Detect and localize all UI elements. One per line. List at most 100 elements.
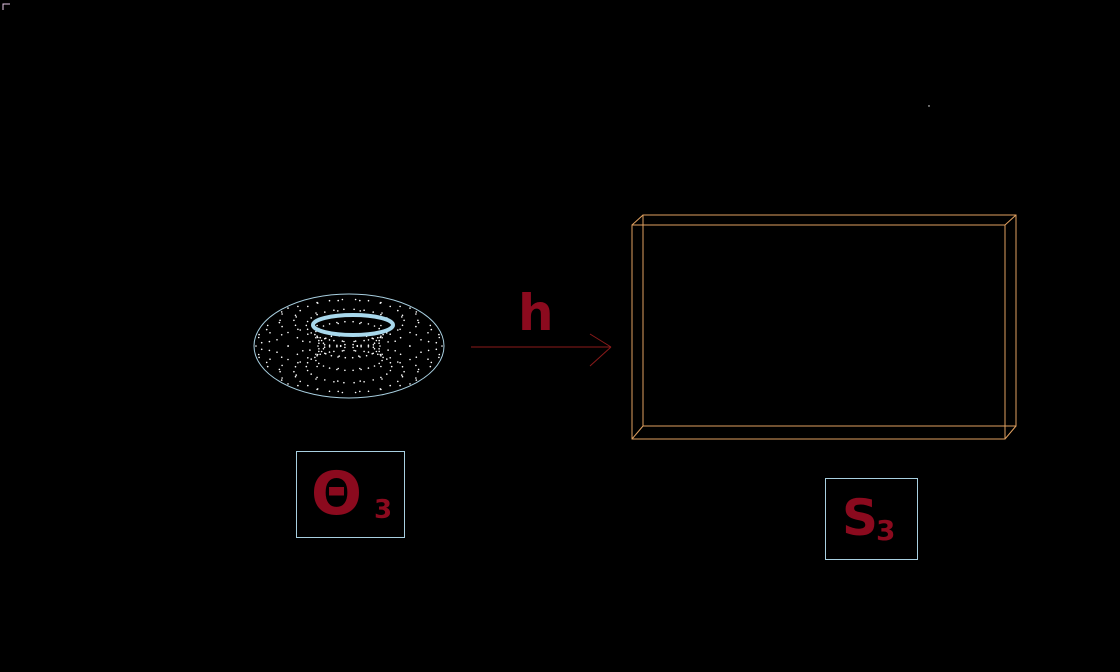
- torus-dot: [367, 346, 370, 348]
- torus-dot: [377, 336, 379, 339]
- torus-dot: [363, 350, 365, 353]
- torus-dot: [328, 299, 331, 302]
- box-edge-bl: [631, 425, 644, 440]
- torus-dot: [324, 352, 326, 355]
- torus-dot: [322, 365, 325, 367]
- torus-dot: [269, 332, 271, 334]
- torus-dot: [307, 357, 309, 359]
- torus-dot: [266, 324, 269, 327]
- torus-dot: [343, 340, 345, 343]
- torus-dot: [257, 353, 260, 356]
- torus-dot: [269, 358, 271, 361]
- target-label-symbol: S: [842, 489, 879, 547]
- torus-dot: [360, 344, 362, 347]
- torus-dot: [380, 324, 382, 327]
- torus-dot: [316, 301, 318, 304]
- torus-dot: [415, 325, 417, 328]
- torus-dot: [420, 351, 422, 354]
- torus-dot: [333, 381, 335, 383]
- torus-dot: [363, 381, 365, 383]
- torus-dot: [378, 362, 381, 365]
- torus-dot: [293, 370, 295, 373]
- torus-dot: [310, 358, 313, 360]
- torus-dot: [333, 350, 335, 353]
- torus-dot: [365, 354, 368, 357]
- torus-dot: [378, 327, 381, 330]
- torus-dot: [333, 339, 335, 342]
- torus-dot: [344, 343, 346, 346]
- torus-dot: [353, 340, 355, 343]
- torus-dot: [287, 358, 289, 361]
- torus-dot: [354, 298, 357, 301]
- torus-dot: [315, 353, 317, 356]
- torus-dot: [299, 361, 302, 363]
- torus-dot: [328, 339, 331, 341]
- torus-dot: [438, 336, 441, 339]
- torus-dot: [354, 350, 357, 352]
- torus-dot: [322, 348, 325, 350]
- torus-dot: [359, 367, 361, 370]
- torus-dot: [360, 321, 362, 324]
- torus-dot: [390, 365, 393, 368]
- torus-dot: [337, 356, 339, 358]
- torus-dot: [367, 344, 370, 347]
- torus-dot: [401, 375, 404, 378]
- torus-dot: [409, 383, 411, 385]
- torus-dot: [344, 356, 347, 359]
- torus-dot: [379, 353, 382, 356]
- torus-dot: [399, 353, 402, 356]
- torus-dot: [260, 341, 263, 344]
- torus-dot: [415, 311, 418, 313]
- torus-dot: [399, 336, 402, 339]
- torus-dot: [394, 340, 397, 343]
- torus-dot: [401, 314, 404, 317]
- torus-dot: [441, 345, 443, 347]
- torus-dot: [397, 309, 399, 312]
- torus-dot: [427, 332, 429, 334]
- torus-dot: [367, 367, 370, 369]
- torus-dot: [336, 344, 338, 347]
- torus-dot: [328, 323, 331, 325]
- torus-dot: [305, 324, 308, 327]
- torus-dot: [337, 390, 340, 393]
- torus-dot: [318, 362, 320, 365]
- torus-dot: [324, 311, 326, 313]
- torus-dot: [399, 328, 401, 331]
- torus-dot: [417, 370, 419, 373]
- torus-dot: [415, 334, 418, 336]
- torus-dot: [381, 359, 383, 362]
- torus-dot: [389, 384, 392, 387]
- torus-dot: [409, 345, 411, 347]
- torus-dot: [324, 379, 326, 381]
- torus-dot: [339, 344, 342, 347]
- torus-dot: [310, 373, 313, 375]
- torus-dot: [315, 359, 317, 362]
- torus-dot: [315, 378, 317, 380]
- torus-dot: [397, 361, 399, 363]
- torus-dot: [294, 314, 297, 317]
- torus-dot: [415, 364, 417, 367]
- torus-dot: [378, 342, 380, 345]
- torus-dot: [427, 358, 429, 361]
- torus-dot: [363, 309, 365, 312]
- torus-dot: [295, 374, 298, 376]
- torus-dot: [307, 333, 309, 336]
- torus-dot: [307, 305, 309, 308]
- torus-dot: [401, 365, 404, 368]
- torus-dot: [372, 346, 375, 349]
- torus-dot: [325, 337, 327, 340]
- torus-dot: [255, 345, 257, 347]
- torus-dot: [299, 309, 302, 312]
- torus-dot: [379, 336, 382, 339]
- torus-dot: [415, 313, 417, 315]
- torus-dot: [378, 348, 380, 350]
- torus-dot: [338, 355, 341, 357]
- torus-dot: [302, 350, 304, 352]
- torus-dot: [358, 355, 360, 357]
- torus-dot: [337, 322, 340, 325]
- torus-dot: [409, 331, 411, 334]
- torus-dot: [387, 341, 389, 343]
- corner-mark: [2, 3, 10, 10]
- torus-dot: [341, 350, 344, 352]
